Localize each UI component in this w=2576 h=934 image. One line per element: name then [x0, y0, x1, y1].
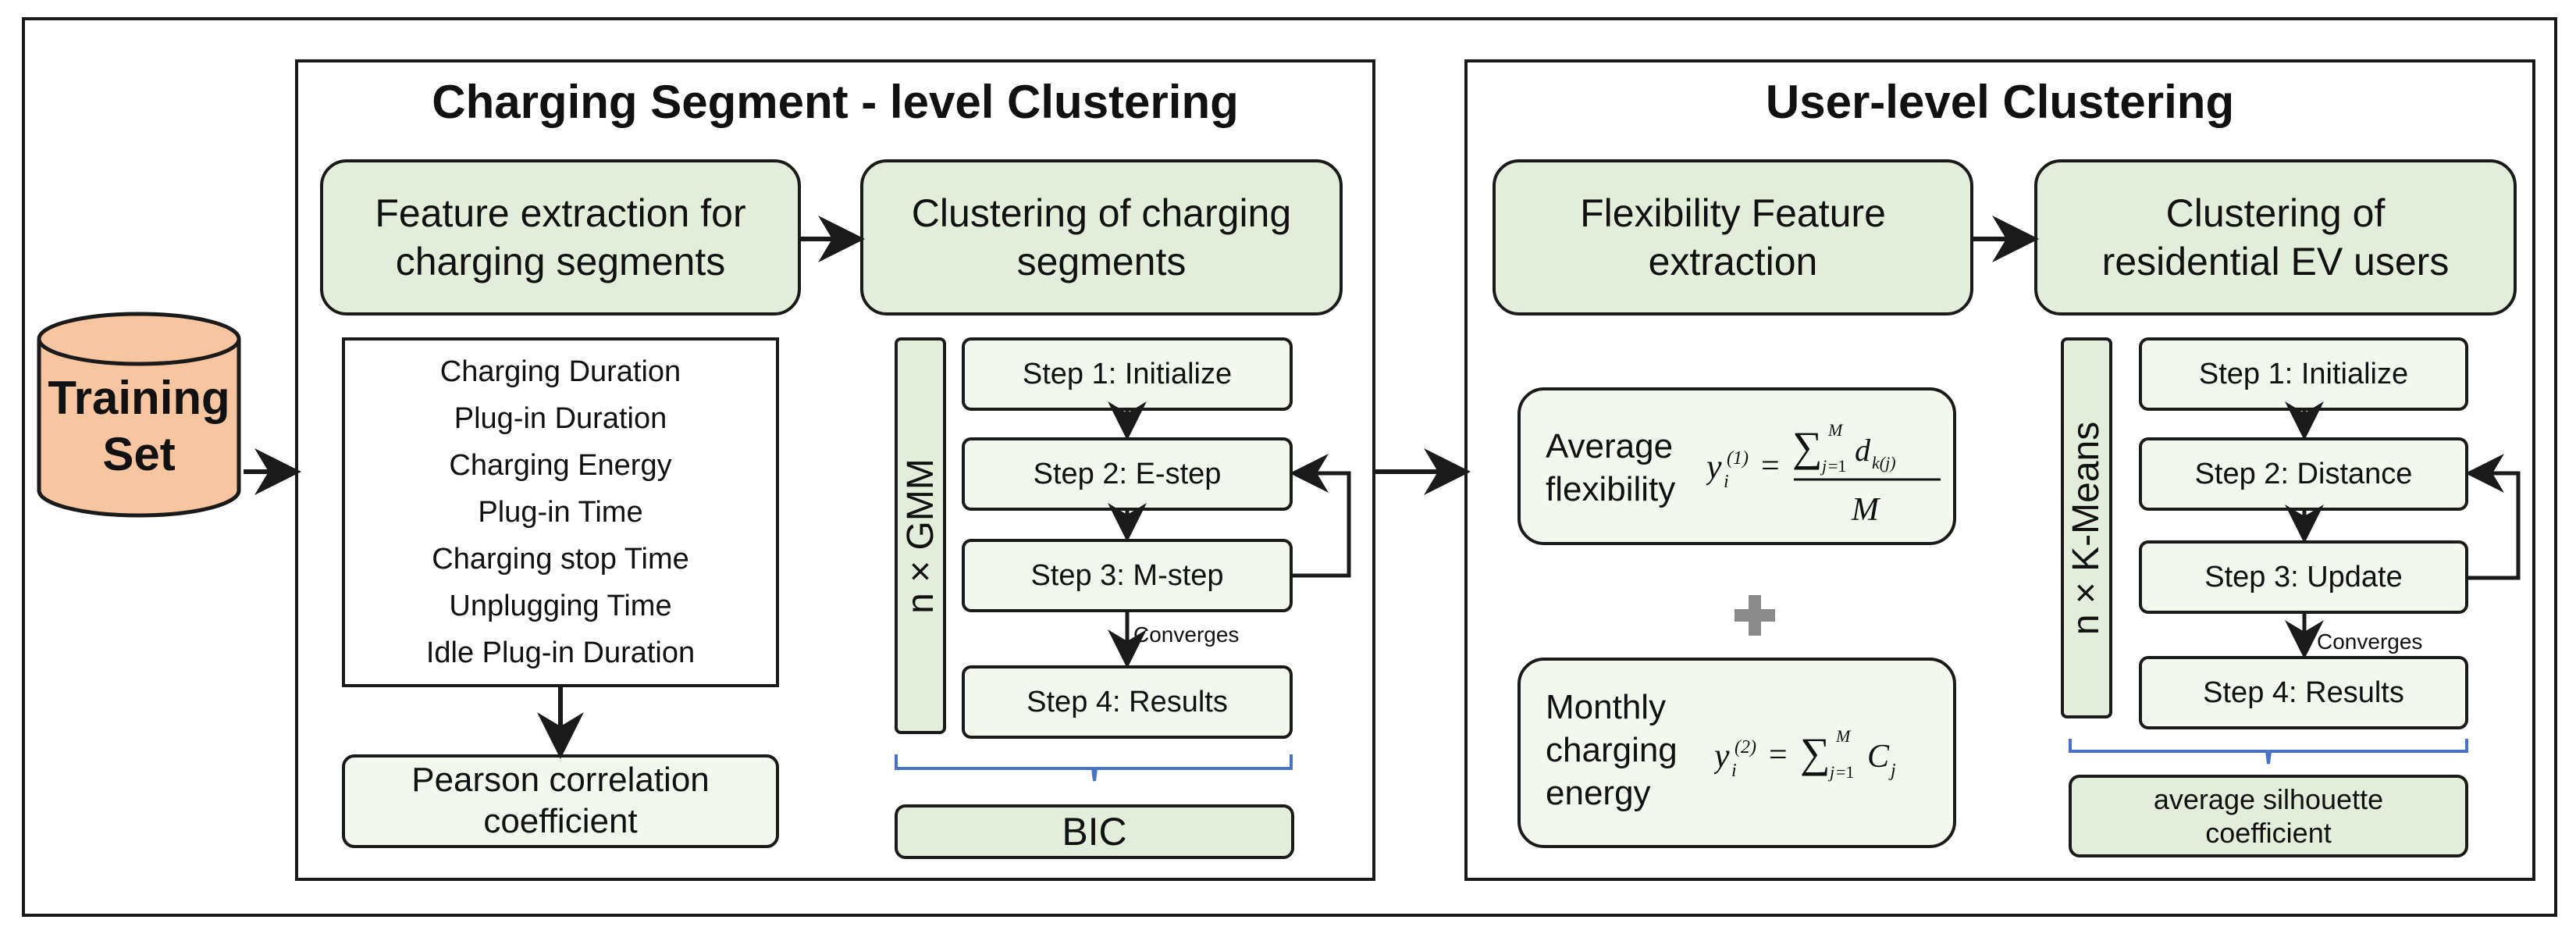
training-set-line2: Set	[102, 428, 176, 480]
svg-text:k(j): k(j)	[1872, 453, 1896, 472]
svg-text:(2): (2)	[1735, 737, 1756, 758]
feature-item: Idle Plug-in Duration	[425, 636, 696, 669]
feature-item: Charging Duration	[439, 355, 681, 388]
feature-item: Charging stop Time	[432, 542, 689, 576]
average-flexibility-formula: y i (1) = ∑ j =1 M d k(j) M	[1706, 420, 1941, 528]
training-set-label: Training Set	[34, 370, 244, 483]
clustering-segments-box: Clustering of charging segments	[860, 159, 1343, 315]
flexibility-feature-line1: Flexibility Feature	[1580, 191, 1886, 235]
clustering-users-line1: Clustering of	[2165, 191, 2386, 235]
kmeans-step-2: Step 2: Distance	[2139, 437, 2468, 511]
kmeans-step-1: Step 1: Initialize	[2139, 337, 2468, 411]
gmm-step-4: Step 4: Results	[962, 665, 1293, 739]
monthly-line2: charging	[1546, 731, 1678, 769]
kmeans-converges-label: Converges	[2317, 629, 2423, 654]
flexibility-feature-box: Flexibility Feature extraction	[1493, 159, 1973, 315]
gmm-converges-label: Converges	[1133, 622, 1240, 647]
svg-text:=: =	[1769, 737, 1788, 773]
kmeans-method-bar: n × K-Means	[2061, 337, 2112, 718]
feature-extraction-segments-box: Feature extraction for charging segments	[320, 159, 801, 315]
feature-item: Plug-in Duration	[454, 401, 667, 435]
svg-text:∑: ∑	[1792, 423, 1823, 470]
flexibility-feature-line2: extraction	[1648, 240, 1818, 283]
svg-text:C: C	[1867, 739, 1890, 775]
silhouette-line2: coefficient	[2205, 817, 2332, 849]
svg-text:d: d	[1855, 433, 1871, 468]
svg-text:M: M	[1851, 492, 1880, 528]
clustering-users-box: Clustering of residential EV users	[2034, 159, 2517, 315]
svg-text:y: y	[1714, 736, 1730, 775]
silhouette-line1: average silhouette	[2153, 782, 2384, 815]
svg-text:=1: =1	[1828, 456, 1846, 476]
average-flexibility-label: Average flexibility	[1546, 425, 1675, 511]
user-panel-title: User-level Clustering	[1765, 76, 2235, 128]
gmm-step-1: Step 1: Initialize	[962, 337, 1293, 411]
monthly-line3: energy	[1546, 774, 1651, 812]
gmm-step-3: Step 3: M-step	[962, 539, 1293, 612]
feature-item: Plug-in Time	[478, 495, 643, 529]
svg-text:(1): (1)	[1727, 448, 1749, 469]
svg-text:=: =	[1761, 448, 1780, 484]
feature-extraction-line1: Feature extraction for	[375, 191, 746, 235]
avg-flex-line1: Average	[1546, 427, 1674, 465]
kmeans-step-4: Step 4: Results	[2139, 656, 2468, 729]
svg-text:M: M	[1827, 420, 1844, 440]
feature-extraction-line2: charging segments	[395, 240, 726, 283]
pearson-line2: coefficient	[483, 802, 638, 840]
pearson-correlation-box: Pearson correlation coefficient	[342, 754, 779, 848]
svg-text:y: y	[1706, 447, 1722, 486]
svg-text:j: j	[1820, 456, 1827, 476]
kmeans-step-3: Step 3: Update	[2139, 540, 2468, 614]
kmeans-method-label: n × K-Means	[2065, 421, 2108, 635]
gmm-method-bar: n × GMM	[895, 337, 946, 734]
bic-box: BIC	[895, 804, 1294, 859]
training-set-line1: Training	[48, 372, 230, 424]
clustering-segments-line2: segments	[1016, 240, 1187, 283]
pearson-line1: Pearson correlation	[411, 761, 710, 800]
svg-text:j: j	[1888, 761, 1896, 781]
gmm-step-2: Step 2: E-step	[962, 437, 1293, 511]
svg-text:M: M	[1835, 726, 1852, 746]
monthly-energy-formula: y i (2) = ∑ j =1 M C j	[1714, 726, 1896, 782]
avg-flex-line2: flexibility	[1546, 470, 1676, 508]
silhouette-box: average silhouette coefficient	[2069, 775, 2468, 857]
monthly-charging-energy-box	[1517, 658, 1956, 848]
clustering-users-line2: residential EV users	[2101, 240, 2450, 283]
feature-item: Charging Energy	[449, 448, 672, 482]
svg-text:i: i	[1731, 761, 1737, 781]
clustering-segments-line1: Clustering of charging	[911, 191, 1292, 235]
svg-text:i: i	[1724, 472, 1729, 492]
segment-feature-list: Charging Duration Plug-in Duration Charg…	[342, 337, 779, 687]
training-set-cylinder	[37, 312, 241, 518]
svg-text:∑: ∑	[1800, 729, 1831, 776]
monthly-charging-energy-label: Monthly charging energy	[1546, 686, 1678, 815]
gmm-method-label: n × GMM	[899, 458, 941, 614]
feature-item: Unplugging Time	[449, 589, 672, 622]
plus-icon	[1735, 595, 1775, 636]
monthly-line1: Monthly	[1546, 688, 1667, 726]
segment-panel-title: Charging Segment - level Clustering	[432, 76, 1239, 128]
svg-text:=1: =1	[1836, 762, 1854, 782]
average-flexibility-box	[1517, 387, 1956, 545]
svg-text:j: j	[1827, 762, 1834, 782]
